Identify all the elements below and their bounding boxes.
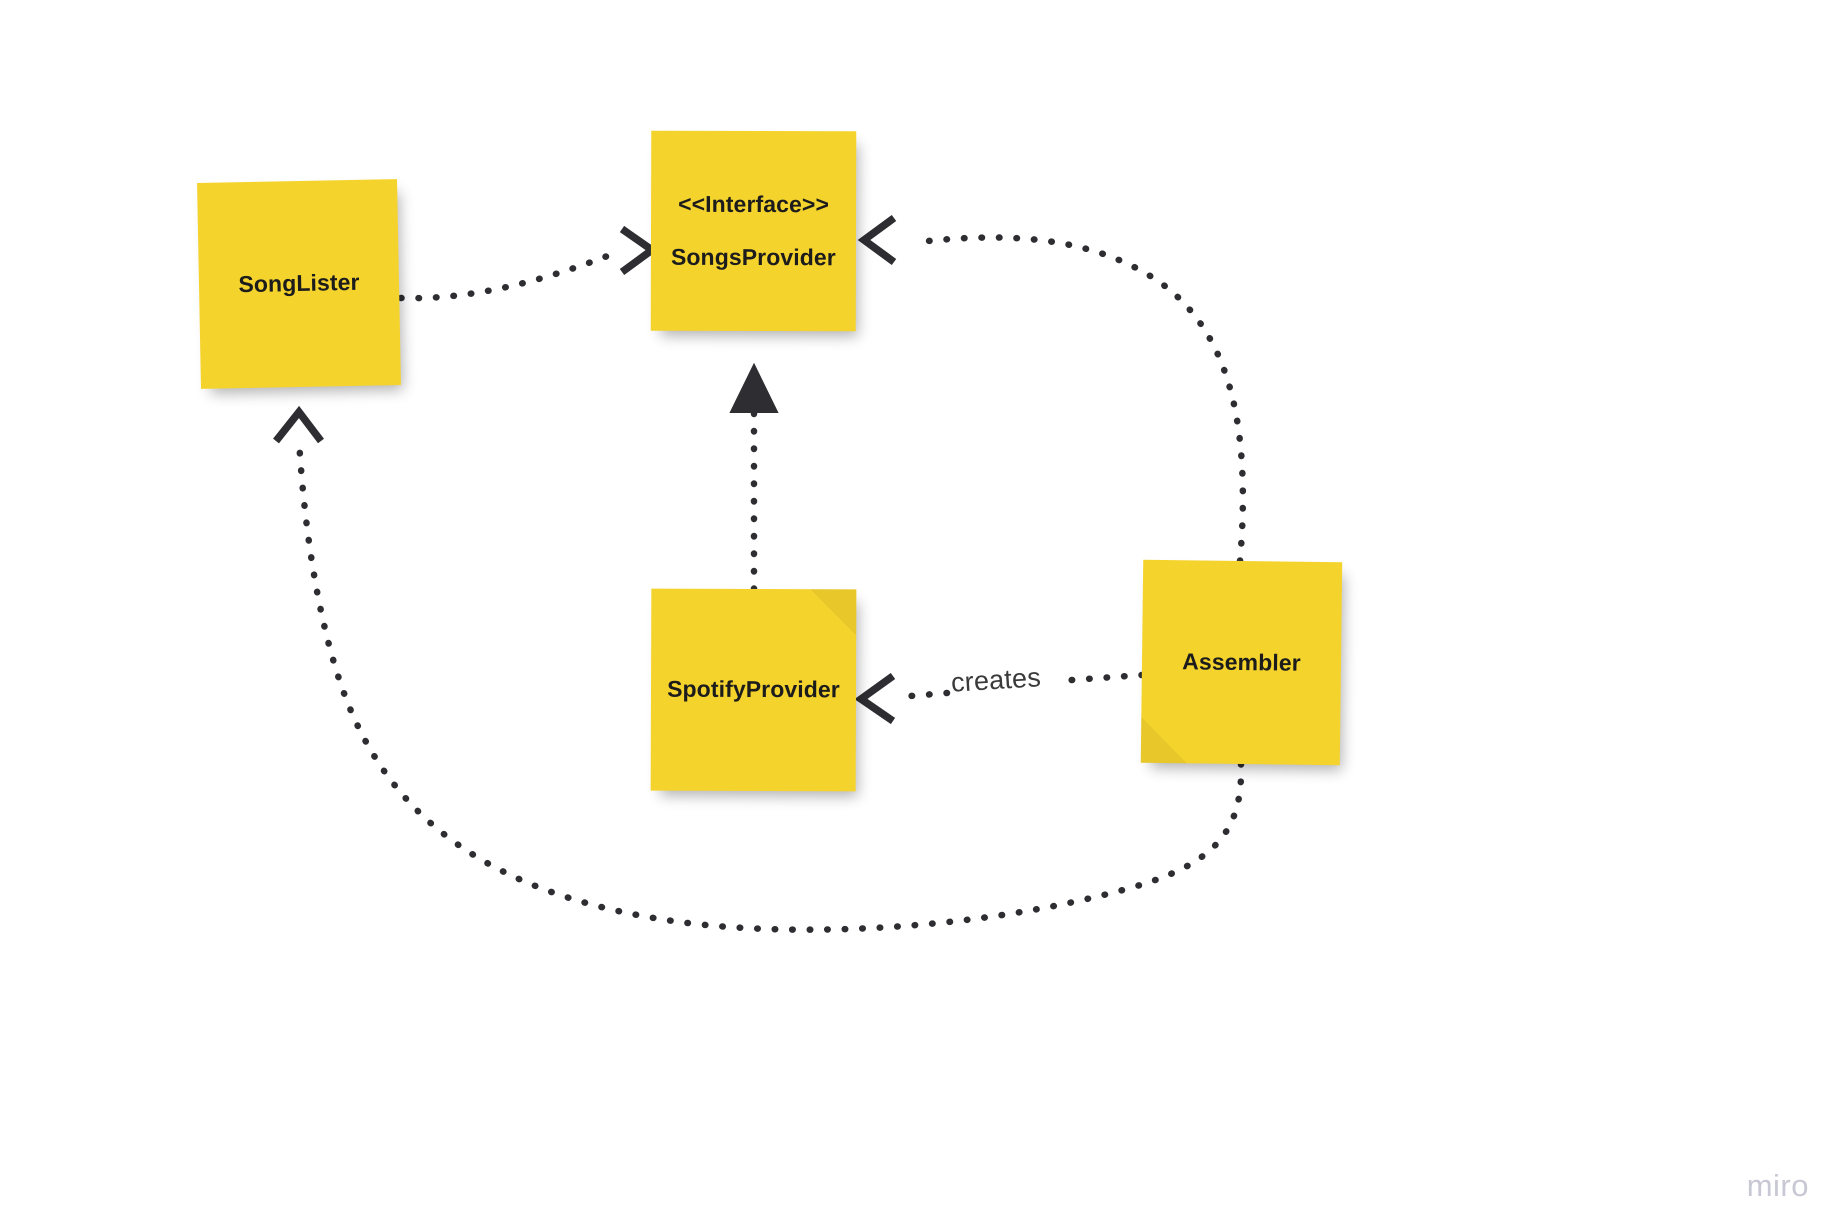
open-chevron-arrowhead-icon [857,214,897,266]
open-chevron-arrowhead-icon [619,225,659,276]
sticky-note-title: SongsProvider [670,243,836,271]
miro-watermark: miro [1746,1168,1809,1203]
sticky-note-songlister[interactable]: SongLister [197,179,401,389]
open-chevron-arrowhead-icon [854,672,896,725]
sticky-note-stereotype: <<Interface>> [678,190,830,217]
filled-triangle-arrowhead-icon [729,362,779,413]
sticky-note-title: Assembler [1182,648,1301,676]
edge-path [924,234,1247,565]
sticky-note-songsprovider[interactable]: <<Interface>> SongsProvider [650,130,857,332]
edge-label-creates: creates [950,662,1042,698]
edge-assembler-to-songsprovider[interactable] [857,214,1247,565]
sticky-note-title: SongLister [238,269,360,298]
edge-songlister-to-songsprovider[interactable] [397,225,659,302]
edge-path [397,251,614,302]
edge-path-left [894,689,951,701]
sticky-note-spotifyprovider[interactable]: SpotifyProvider [650,588,857,792]
sticky-note-title: SpotifyProvider [667,676,840,703]
edge-spotifyprovider-to-songsprovider[interactable] [729,362,779,593]
sticky-note-assembler[interactable]: Assembler [1140,559,1343,766]
open-chevron-arrowhead-icon [273,405,324,444]
edge-path-right [1054,671,1146,685]
